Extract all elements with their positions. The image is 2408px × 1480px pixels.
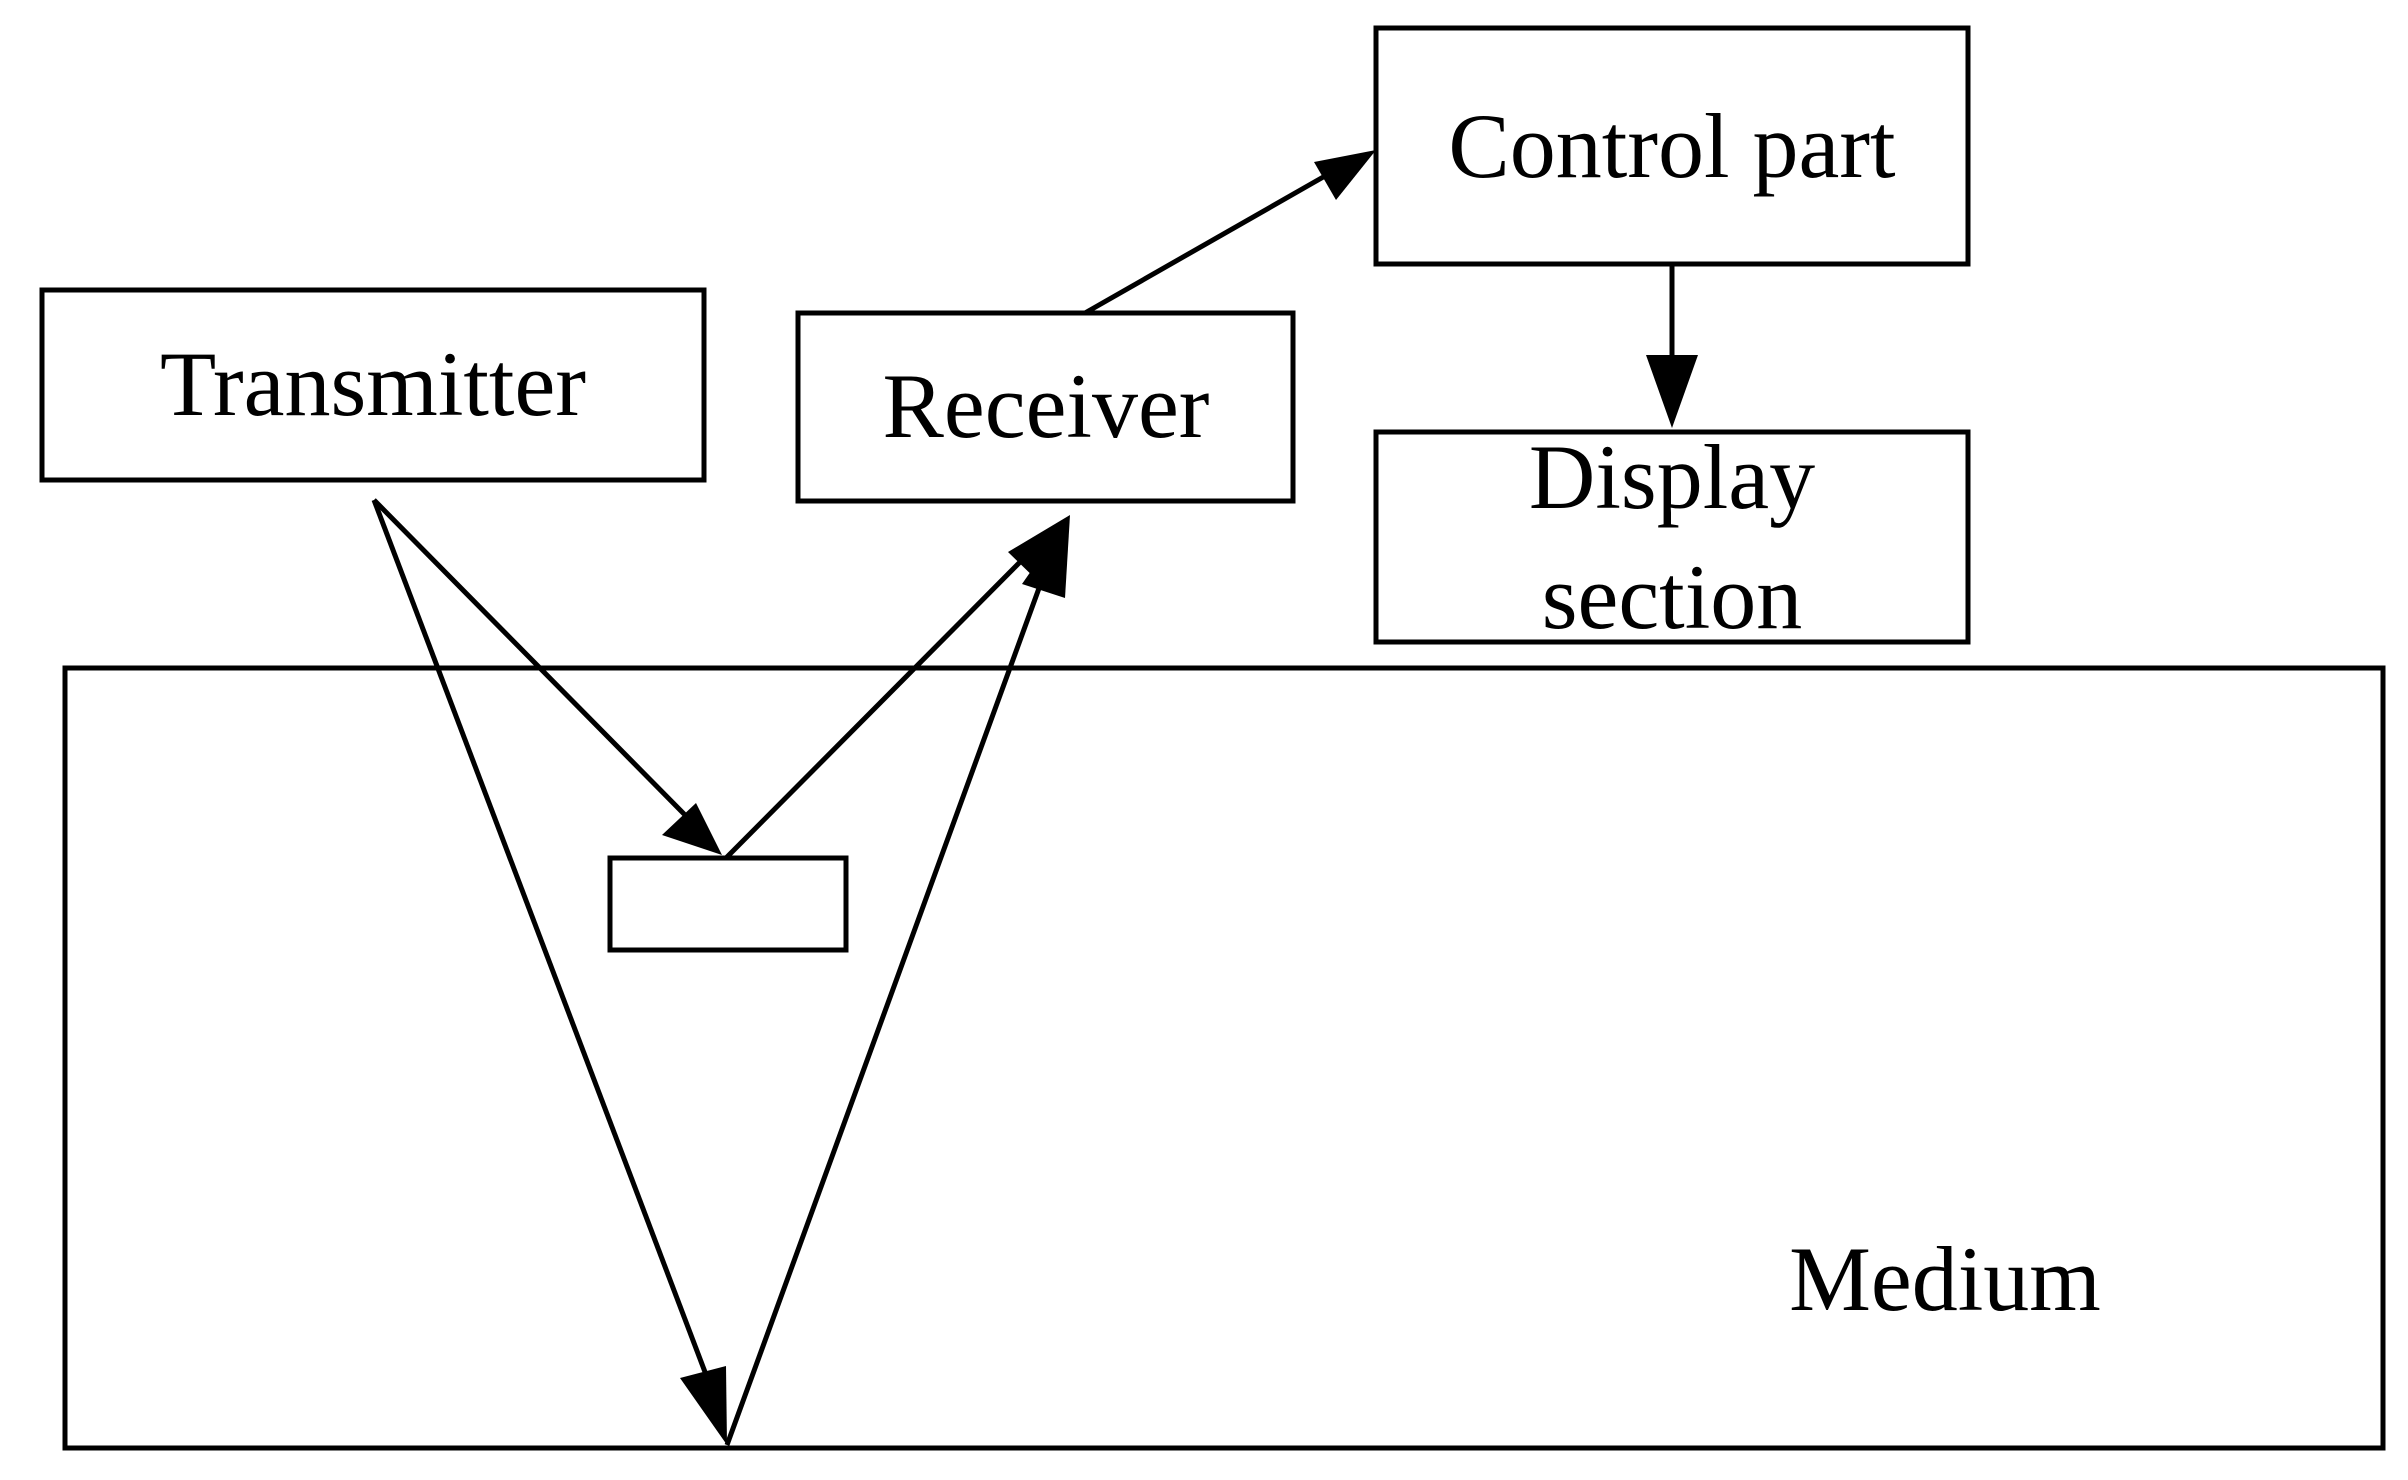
arrowhead-control xyxy=(1314,150,1376,200)
display-section-label-line1: Display xyxy=(1529,426,1815,528)
display-section-label-line2: section xyxy=(1542,546,1803,648)
control-part-box xyxy=(1373,25,1971,267)
target-object xyxy=(607,855,849,953)
arrow-target-to-receiver xyxy=(724,548,1034,860)
display-section-box xyxy=(1373,429,1971,645)
arrowhead-display xyxy=(1646,355,1698,428)
control-part-label: Control part xyxy=(1448,95,1896,197)
arrowhead-target xyxy=(662,803,722,855)
arrowhead-medium-bottom xyxy=(680,1366,727,1445)
receiver-box xyxy=(795,310,1296,504)
arrow-receiver-to-control xyxy=(1083,173,1327,316)
transmitter-box xyxy=(39,287,707,483)
arrow-medium-bottom-to-receiver xyxy=(724,579,1045,1446)
arrow-transmitter-to-target xyxy=(372,498,690,820)
arrow-transmitter-to-medium-bottom xyxy=(371,499,708,1373)
transmitter-label: Transmitter xyxy=(160,333,586,435)
medium-box xyxy=(62,665,2386,1451)
receiver-label: Receiver xyxy=(883,355,1210,457)
arrowhead-receiver-2 xyxy=(1022,515,1070,598)
medium-label: Medium xyxy=(1789,1228,2101,1330)
arrowhead-receiver-1 xyxy=(1008,515,1070,585)
